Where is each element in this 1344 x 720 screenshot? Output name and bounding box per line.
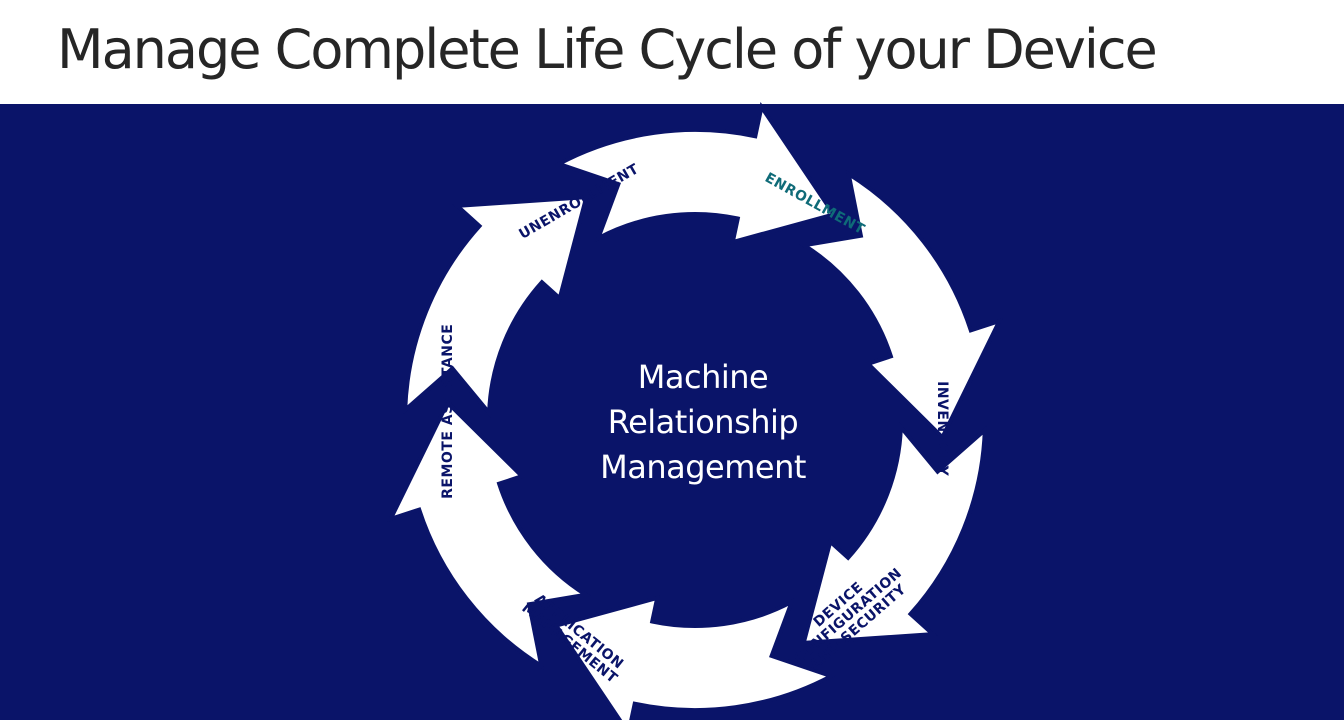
- slide-title: Manage Complete Life Cycle of your Devic…: [57, 18, 1158, 81]
- cycle-arrows: [386, 101, 1004, 720]
- arrow-segment-device: [801, 421, 987, 646]
- arrow-segment-enrollment: [553, 101, 837, 245]
- arrow-segment-application: [553, 595, 837, 720]
- stage-label-inventory: INVENTORY: [934, 381, 950, 477]
- center-line-1: Machine: [638, 358, 768, 396]
- center-line-2: Relationship: [608, 403, 798, 441]
- title-bar: Manage Complete Life Cycle of your Devic…: [0, 0, 1344, 104]
- arrow-segment-unenrollment: [403, 194, 589, 419]
- arrow-segment-remote-assistance: [386, 399, 592, 671]
- stage-label-remote-assistance: REMOTE ASSISTANCE: [440, 324, 456, 499]
- center-line-3: Management: [600, 448, 806, 486]
- stage-label-line: REMOTE ASSISTANCE: [440, 324, 456, 499]
- arrow-segment-inventory: [798, 169, 1004, 441]
- stage-label-line: INVENTORY: [934, 381, 950, 477]
